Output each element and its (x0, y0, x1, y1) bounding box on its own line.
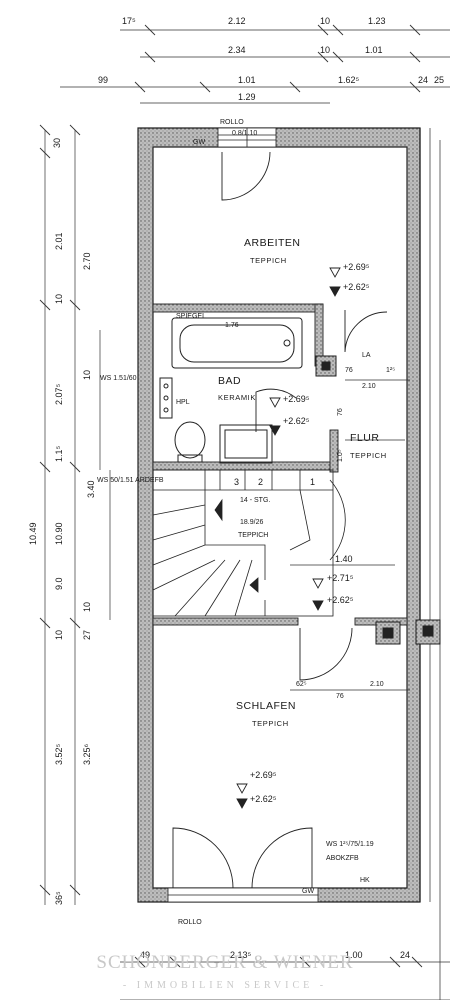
dim-left-0: 30 (52, 138, 62, 148)
stair-step-1: 1 (310, 477, 315, 487)
dim-top-1b: 2.12 (228, 16, 246, 26)
room-schlafen-level-lower: +2.62⁵ (250, 794, 277, 804)
label-spiegel: SPIEGEL (176, 313, 206, 320)
label-stair-count: 14 - STG. (240, 497, 270, 504)
dim-left-14: 3.52⁵ (54, 743, 64, 765)
dim-left-13: 10 (54, 630, 64, 640)
label-stair-dim-a: 1.40 (335, 554, 353, 564)
label-gw-top: GW (193, 139, 205, 146)
dim-top-2a: 2.34 (228, 45, 246, 55)
dim-left-10: 9.0 (54, 577, 64, 590)
dim-left-6: 1.1⁵ (54, 445, 64, 462)
label-stair-floor: TEPPICH (238, 532, 268, 539)
label-stair-level-lower: +2.62⁵ (327, 595, 354, 605)
label-hpl: HPL (176, 399, 190, 406)
shower (219, 424, 273, 464)
label-rollo-bottom: ROLLO (178, 919, 202, 926)
dim-left-15: 3.25⁶ (82, 743, 92, 765)
staircase (152, 469, 346, 617)
label-ws-stair: WS 50/1.51 ARDEFB (97, 477, 164, 484)
room-bad-level-upper: +2.69⁵ (283, 394, 310, 404)
dim-left-11: 10 (82, 602, 92, 612)
dim-left-5: 2.07⁵ (54, 383, 64, 405)
dim-left-8: 10.49 (28, 522, 38, 545)
room-flur-floor: TEPPICH (350, 451, 387, 460)
dim-top-4a: 1.29 (238, 92, 256, 102)
dim-top-1a: 17⁵ (122, 16, 136, 26)
dim-top-1c: 10 (320, 16, 330, 26)
washbasin (159, 377, 173, 419)
room-arbeiten-level-lower: +2.62⁵ (343, 282, 370, 292)
label-gw-bottom: GW (302, 888, 314, 895)
dim-left-9: 10.90 (54, 522, 64, 545)
dim-left-3: 10 (54, 294, 64, 304)
dim-top-3c: 1.62⁵ (338, 75, 360, 85)
dim-left-2: 2.70 (82, 252, 92, 270)
stair-step-2: 2 (258, 477, 263, 487)
dim-bottom-2: 1.00 (345, 950, 363, 960)
dim-top-3b: 1.01 (238, 75, 256, 85)
room-bad-floor: KERAMIK (218, 393, 256, 402)
label-stair-level-upper: +2.71⁵ (327, 573, 354, 583)
dim-top-2b: 10 (320, 45, 330, 55)
room-bad-level-lower: +2.62⁵ (283, 416, 310, 426)
dimension-lines (44, 29, 450, 1000)
dim-top-1d: 1.23 (368, 16, 386, 26)
dim-inner-6: 2.10 (370, 681, 384, 688)
bathtub (171, 317, 303, 369)
room-bad-name: BAD (218, 375, 241, 387)
level-markers (236, 267, 341, 809)
dim-top-3e: 25 (434, 75, 444, 85)
room-arbeiten-floor: TEPPICH (250, 256, 287, 265)
toilet (174, 421, 206, 463)
label-hk: HK (360, 877, 370, 884)
dim-inner-2: 2.10 (362, 383, 376, 390)
watermark-company: SCHÖNBERGER & WIENER (96, 952, 353, 973)
top-window (217, 127, 277, 148)
dim-bottom-0: 49 (140, 950, 150, 960)
label-la: LA (362, 352, 371, 359)
label-rollo-top: ROLLO (220, 119, 244, 126)
dim-inner-1: 1²⁵ (386, 367, 395, 374)
label-spiegel-dim: 1.76 (225, 322, 239, 329)
label-abkzfb: ABOKZFB (326, 855, 359, 862)
dimension-ticks (39, 24, 423, 968)
door-swings (172, 151, 388, 889)
label-window-top: 0.8/1.10 (232, 130, 257, 137)
room-schlafen-name: SCHLAFEN (236, 700, 296, 712)
dim-top-3d: 24 (418, 75, 428, 85)
dim-inner-0: 76 (345, 367, 353, 374)
dim-inner-4: 1.0⁵ (337, 449, 344, 462)
dim-inner-3: 76 (337, 408, 344, 416)
label-stair-ratio: 18.9/26 (240, 519, 263, 526)
room-arbeiten-name: ARBEITEN (244, 237, 301, 249)
dim-left-16: 36⁵ (54, 891, 64, 905)
dim-left-1: 2.01 (54, 232, 64, 250)
dim-left-12: 27 (82, 630, 92, 640)
dim-top-3a: 99 (98, 75, 108, 85)
label-wall-window: WS 1.51/60 (100, 375, 137, 382)
label-ws-bottom: WS 1²⁵/75/1.19 (326, 841, 374, 848)
stair-step-3: 3 (234, 477, 239, 487)
ducts (315, 355, 441, 645)
room-schlafen-level-upper: +2.69⁵ (250, 770, 277, 780)
dim-inner-7: 76 (336, 693, 344, 700)
bottom-window (167, 887, 319, 903)
room-schlafen-floor: TEPPICH (252, 719, 289, 728)
dim-bottom-3: 24 (400, 950, 410, 960)
dim-top-2c: 1.01 (365, 45, 383, 55)
dim-inner-5: 62⁵ (296, 681, 307, 688)
dim-bottom-1: 2.13⁵ (230, 950, 252, 960)
dim-left-7: 3.40 (86, 480, 96, 498)
room-flur-name: FLUR (350, 432, 379, 444)
dim-left-4: 10 (82, 370, 92, 380)
room-arbeiten-level-upper: +2.69⁵ (343, 262, 370, 272)
watermark-service: - IMMOBILIEN SERVICE - (123, 980, 327, 991)
outer-walls (137, 127, 441, 1000)
